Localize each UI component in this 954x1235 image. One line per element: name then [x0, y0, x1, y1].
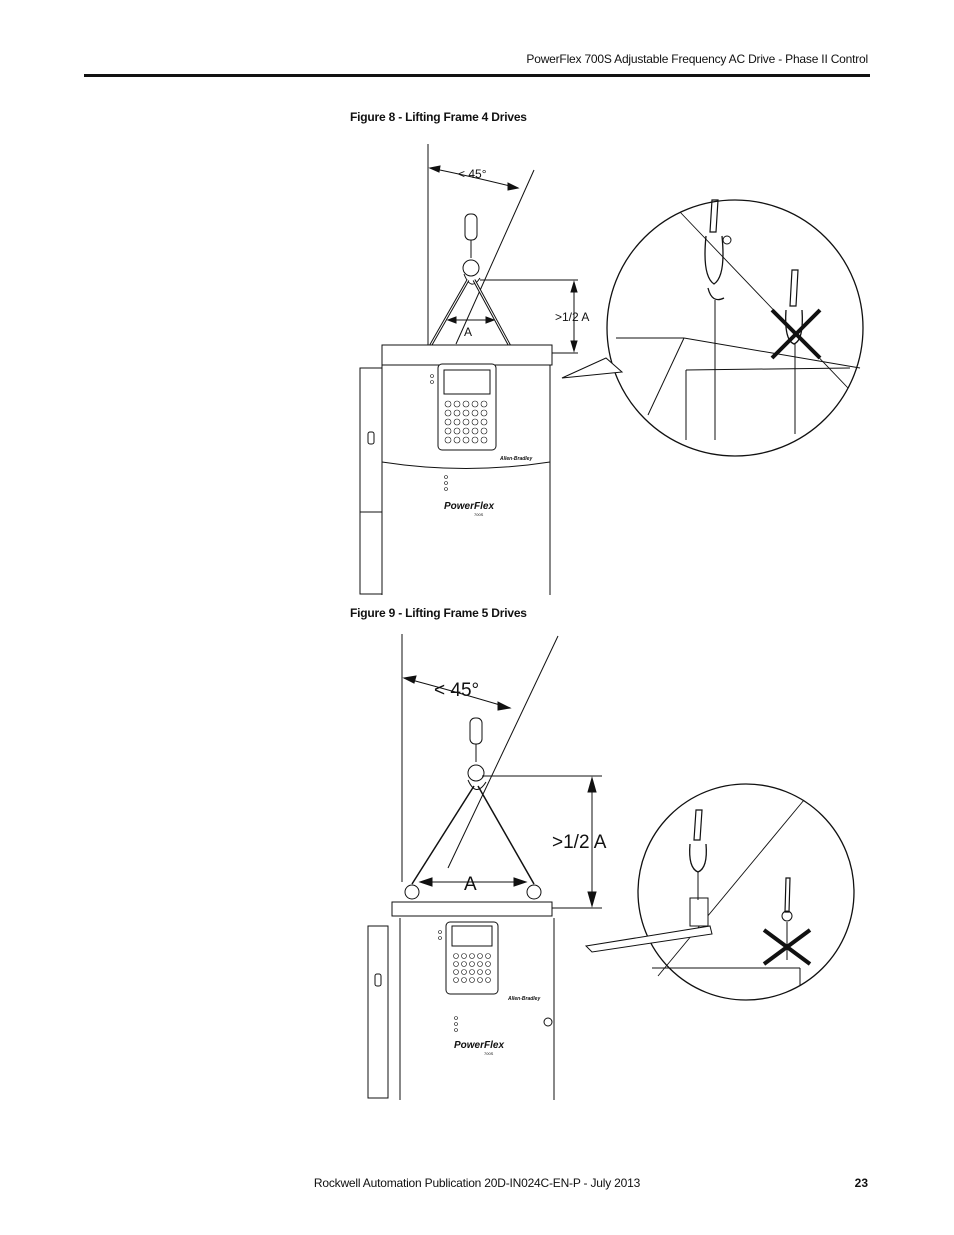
angle-arrowhead-left	[402, 675, 417, 684]
him-display	[451, 925, 493, 947]
angle-label: < 45°	[458, 167, 487, 181]
status-leds	[438, 930, 458, 1032]
cross-mark-icon	[762, 928, 812, 966]
lifting-hook-eye	[467, 764, 485, 782]
figure-8-caption: Figure 8 - Lifting Frame 4 Drives	[350, 110, 527, 124]
powerflex-model: 700S	[474, 512, 484, 517]
detail-magnifier	[561, 199, 864, 457]
angle-arrowhead-left	[428, 165, 441, 173]
angle-arrowhead-right	[507, 182, 520, 191]
detail-pointer	[584, 925, 713, 953]
lifting-shackle-top	[464, 213, 478, 241]
drive-side-panel	[359, 367, 383, 595]
him-keys	[444, 400, 488, 444]
footer-publication: Rockwell Automation Publication 20D-IN02…	[313, 1176, 641, 1190]
lifting-shackle-top	[469, 717, 483, 745]
drive-lifting-bracket	[381, 344, 553, 366]
angle-limit-line	[455, 169, 535, 345]
figure-9-lifting-frame-5: < 45° A >1/2 A Allen-Bradley PowerFlex 7…	[367, 634, 855, 1100]
brand-allen-bradley: Allen-Bradley	[499, 456, 532, 462]
running-header: PowerFlex 700S Adjustable Frequency AC D…	[526, 52, 868, 66]
lifting-hook	[463, 273, 481, 285]
lifting-hook-eye	[462, 259, 480, 277]
page-number: 23	[854, 1176, 868, 1190]
lifting-eye-right	[526, 884, 542, 900]
brand-allen-bradley: Allen-Bradley	[507, 996, 540, 1002]
sling-left	[411, 785, 475, 885]
dim-a-label: A	[464, 325, 472, 339]
dim-half-a-label: >1/2 A	[552, 832, 607, 853]
status-leds	[430, 374, 448, 491]
lifting-eye-left	[404, 884, 420, 900]
him-display	[443, 369, 491, 395]
sling-right	[477, 785, 535, 885]
powerflex-model: 700S	[484, 1051, 494, 1056]
him-keys	[453, 953, 491, 983]
incorrect-hook-detail	[781, 877, 793, 960]
correct-hook-detail	[704, 199, 732, 440]
dim-half-a-label: >1/2 A	[555, 310, 589, 324]
cross-mark-icon	[770, 308, 822, 360]
drive-side-panel	[367, 925, 389, 1099]
powerflex-logo: PowerFlex	[454, 1040, 504, 1051]
header-rule	[84, 74, 870, 77]
cover-screw	[543, 1017, 553, 1027]
figure-9-caption: Figure 9 - Lifting Frame 5 Drives	[350, 606, 527, 620]
powerflex-logo: PowerFlex	[444, 501, 494, 512]
angle-limit-line	[447, 635, 559, 869]
drive-cover-seam	[381, 461, 551, 469]
angle-label: < 45°	[434, 680, 479, 701]
lifting-hook	[467, 779, 487, 790]
detail-magnifier	[584, 783, 855, 1001]
angle-arrowhead-right	[497, 701, 512, 711]
him-keypad	[445, 921, 499, 995]
drive-lifting-bracket	[391, 901, 553, 917]
figure-8-lifting-frame-4: < 45° A >1/2 A Allen-Bradley PowerFlex 7…	[359, 144, 864, 595]
correct-hook-detail	[689, 809, 707, 900]
dim-a-label: A	[464, 874, 477, 895]
detail-pointer	[561, 357, 624, 379]
